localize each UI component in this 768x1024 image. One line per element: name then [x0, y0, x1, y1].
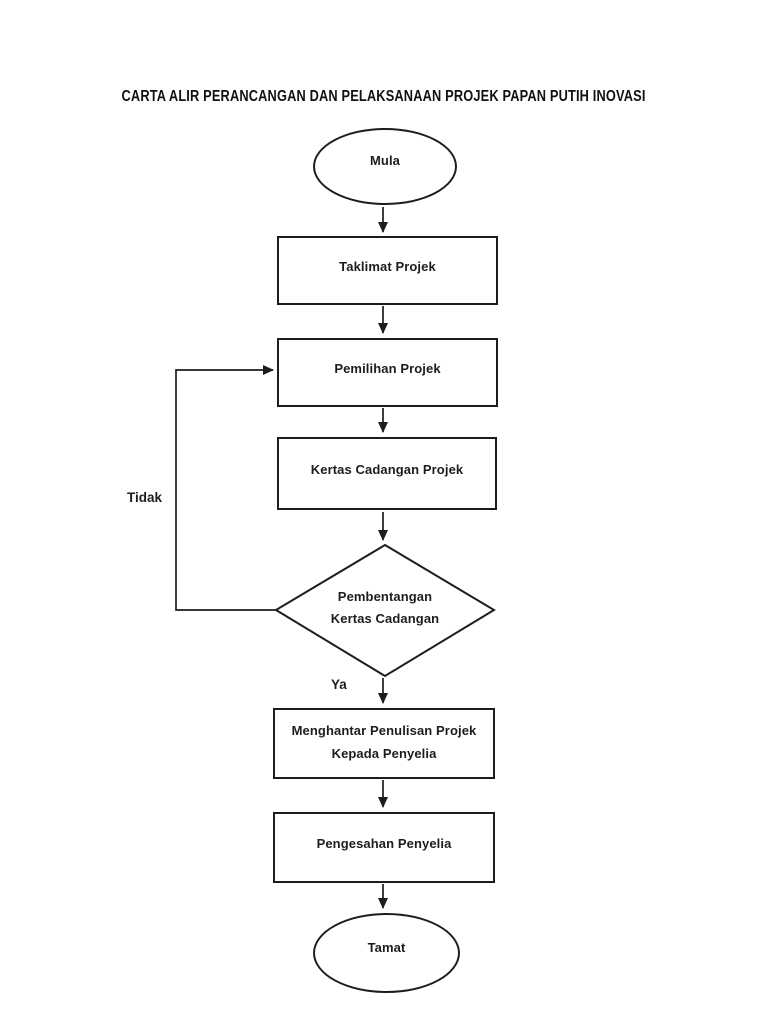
node-mula: Mula	[313, 128, 457, 205]
node-menghantar-penulisan-label-line2: Kepada Penyelia	[331, 745, 437, 761]
node-tamat-label: Tamat	[367, 939, 406, 955]
node-pembentangan-label: Pembentangan Kertas Cadangan	[290, 586, 480, 630]
node-pemilihan-projek: Pemilihan Projek	[277, 338, 498, 407]
node-menghantar-penulisan: Menghantar Penulisan Projek Kepada Penye…	[273, 708, 495, 779]
page-title-text: CARTA ALIR PERANCANGAN DAN PELAKSANAAN P…	[121, 88, 647, 105]
node-tamat: Tamat	[313, 913, 460, 993]
node-mula-label: Mula	[369, 153, 400, 168]
node-kertas-cadangan-projek-label: Kertas Cadangan Projek	[310, 461, 464, 477]
node-taklimat-projek-label: Taklimat Projek	[339, 258, 436, 274]
edge-label-tidak: Tidak	[127, 490, 163, 505]
node-taklimat-projek: Taklimat Projek	[277, 236, 498, 305]
edge-label-ya: Ya	[331, 677, 347, 692]
node-pengesahan-penyelia-label: Pengesahan Penyelia	[316, 835, 452, 851]
node-kertas-cadangan-projek: Kertas Cadangan Projek	[277, 437, 497, 510]
node-pengesahan-penyelia: Pengesahan Penyelia	[273, 812, 495, 883]
node-pemilihan-projek-label: Pemilihan Projek	[334, 360, 441, 376]
node-pembentangan-label-line2: Kertas Cadangan	[330, 611, 440, 626]
node-menghantar-penulisan-label-line1: Menghantar Penulisan Projek	[291, 722, 477, 738]
decision-diamond-shape	[274, 543, 496, 678]
arrow-tidak-loop-to-pemilihan	[175, 365, 278, 611]
page-title: CARTA ALIR PERANCANGAN DAN PELAKSANAAN P…	[0, 88, 768, 106]
node-pembentangan-label-line1: Pembentangan	[337, 589, 433, 604]
